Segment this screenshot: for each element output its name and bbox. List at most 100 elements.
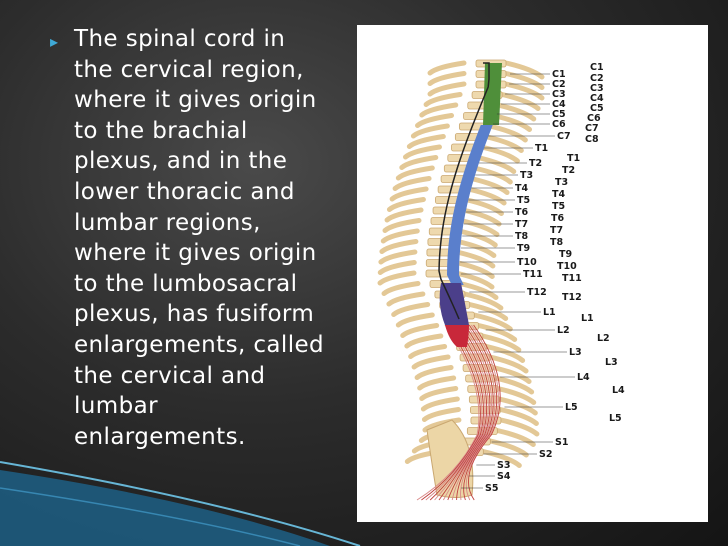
- cauda-fiber: [434, 324, 486, 501]
- spinal-cord: [438, 62, 502, 347]
- rib-left: [408, 344, 448, 359]
- segment-label-left: L4: [577, 372, 590, 383]
- segment-label-right: C6: [587, 113, 601, 124]
- segment-label-left: C3: [552, 89, 566, 100]
- rib-left: [427, 71, 467, 86]
- segment-label-left: L1: [543, 307, 556, 318]
- cauda-fiber: [465, 324, 499, 501]
- rib-left: [427, 60, 467, 76]
- rib-right: [454, 249, 496, 269]
- segment-label-left: C7: [557, 131, 571, 142]
- rib-right: [476, 323, 518, 342]
- segment-label-right: T9: [559, 249, 572, 260]
- rib-left: [389, 186, 429, 202]
- segment-label-right: T12: [562, 292, 582, 303]
- rib-left: [419, 102, 459, 118]
- segment-label-left: T2: [529, 158, 542, 169]
- cauda-fiber: [416, 324, 480, 501]
- rib-left: [386, 197, 426, 212]
- rib-left: [384, 207, 424, 223]
- cervical-segment: [483, 63, 502, 125]
- leader-lines: [460, 73, 575, 489]
- rib-right: [487, 354, 529, 374]
- rib-left: [377, 270, 417, 286]
- segment-label-left: C6: [552, 119, 566, 130]
- segment-label-right: T1: [567, 153, 580, 164]
- segment-label-left: S2: [539, 449, 552, 460]
- segment-label-left: T9: [517, 243, 530, 254]
- rib-left: [395, 312, 435, 328]
- rib-left: [417, 375, 457, 391]
- rib-left: [380, 228, 420, 244]
- lumbar-segment: [439, 283, 469, 325]
- bullet-item: ▸ The spinal cord in the cervical region…: [50, 24, 350, 452]
- sacral-segment: [445, 325, 469, 347]
- segment-label-right: C1: [590, 62, 604, 73]
- rib-left: [377, 260, 417, 275]
- rib-left: [404, 333, 444, 349]
- thoracic-segment: [447, 125, 493, 285]
- segment-label-right: T3: [555, 177, 568, 188]
- rib-right: [453, 260, 495, 279]
- segment-labels: C1C2C3C4C5C6C7T1T2T3T4T5T6T7T8T9T10T11T1…: [485, 62, 625, 494]
- cauda-fiber: [425, 324, 483, 501]
- rib-left: [386, 291, 426, 307]
- spinal-cord-diagram: C1C2C3C4C5C6C7T1T2T3T4T5T6T7T8T9T10T11T1…: [377, 59, 625, 501]
- segment-label-left: S5: [485, 483, 498, 494]
- segment-label-left: C5: [552, 109, 566, 120]
- segment-label-right: C3: [590, 83, 604, 94]
- segment-label-left: T7: [515, 219, 528, 230]
- rib-left: [415, 113, 455, 128]
- rib-right: [499, 92, 541, 111]
- segment-label-right: C7: [585, 123, 599, 134]
- rib-right: [456, 228, 498, 248]
- bullet-arrow-icon: ▸: [50, 32, 59, 51]
- rib-left: [427, 81, 467, 97]
- rib-right: [467, 302, 509, 321]
- segment-label-left: C4: [552, 99, 566, 110]
- spinal-nerves: [416, 324, 501, 501]
- rib-right: [457, 281, 499, 300]
- segment-label-left: T4: [515, 183, 528, 194]
- rib-left: [406, 134, 446, 149]
- segment-label-left: L5: [565, 402, 578, 413]
- rib-left: [379, 239, 419, 254]
- rib-left: [400, 323, 440, 338]
- rib-right: [468, 176, 510, 195]
- segment-label-left: T5: [517, 195, 530, 206]
- vertebrae: [377, 59, 545, 498]
- rib-right: [503, 81, 545, 101]
- rib-right: [498, 417, 540, 437]
- rib-right: [475, 155, 517, 174]
- segment-label-left: L3: [569, 347, 582, 358]
- segment-label-left: S1: [555, 437, 568, 448]
- segment-label-left: L2: [557, 325, 570, 336]
- segment-label-left: T6: [515, 207, 528, 218]
- segment-label-left: T10: [517, 257, 537, 268]
- segment-label-right: T4: [552, 189, 565, 200]
- rib-right: [484, 344, 526, 363]
- cauda-fiber: [443, 324, 489, 501]
- segment-label-left: T1: [535, 143, 548, 154]
- rib-left: [391, 302, 431, 317]
- cauda-fiber: [468, 324, 501, 501]
- segment-label-right: C8: [585, 134, 599, 145]
- cauda-fiber: [451, 324, 493, 501]
- segment-label-left: T11: [523, 269, 543, 280]
- rib-right: [480, 333, 522, 353]
- rib-right: [465, 186, 507, 206]
- rib-left: [421, 407, 461, 422]
- segment-label-right: T10: [557, 261, 577, 272]
- rib-right: [496, 396, 538, 416]
- segment-label-right: T7: [550, 225, 563, 236]
- rib-right: [486, 123, 528, 143]
- segment-label-right: T5: [552, 201, 565, 212]
- segment-label-right: C4: [590, 93, 604, 104]
- rib-right: [503, 60, 545, 80]
- segment-label-left: C1: [552, 69, 566, 80]
- segment-label-right: L2: [597, 333, 610, 344]
- segment-label-left: S4: [497, 471, 511, 482]
